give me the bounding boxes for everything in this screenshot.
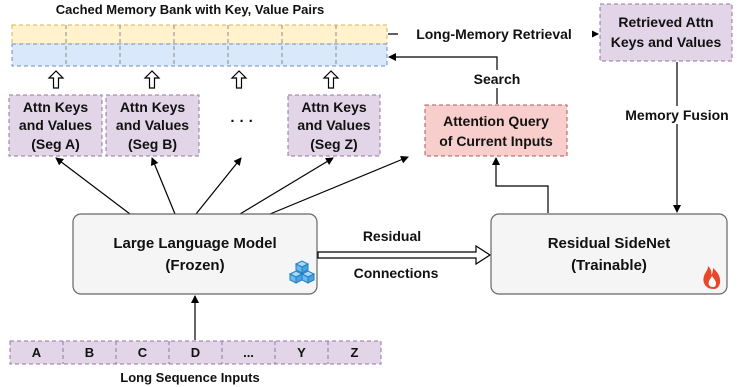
input-token: C: [138, 345, 148, 360]
input-token: Y: [297, 345, 306, 360]
segment-label-line3: (Seg A): [31, 136, 79, 152]
input-sequence-caption: Long Sequence Inputs: [120, 370, 259, 385]
input-token: Z: [351, 345, 359, 360]
segment-label-line3: (Seg Z): [310, 136, 357, 152]
segment-label-line3: (Seg B): [128, 136, 177, 152]
flame-icon: [703, 266, 721, 289]
sidenet-subtitle: (Trainable): [571, 257, 647, 274]
frozen-cubes-icon: [288, 260, 316, 284]
retrieved-kv-line2: Keys and Values: [611, 34, 722, 50]
residual-label-bottom: Connections: [354, 265, 439, 281]
segment-box-a: Attn Keys and Values (Seg A): [8, 94, 103, 157]
hollow-up-arrow-icon: [322, 70, 340, 89]
memory-bank-title: Cached Memory Bank with Key, Value Pairs: [56, 2, 325, 17]
segment-label-line1: Attn Keys: [301, 99, 367, 115]
llm-subtitle: (Frozen): [165, 257, 224, 274]
memory-fusion-label: Memory Fusion: [625, 107, 728, 123]
sidenet-box: Residual SideNet (Trainable): [490, 213, 728, 295]
segment-label-line2: and Values: [19, 117, 92, 133]
segment-label-line1: Attn Keys: [120, 99, 186, 115]
segment-box-z: Attn Keys and Values (Seg Z): [287, 94, 381, 157]
input-sequence: A B C D ... Y Z: [9, 340, 382, 365]
llm-fanout-arrows: [55, 155, 409, 215]
input-token: ...: [243, 345, 254, 360]
residual-label-top: Residual: [363, 228, 421, 244]
input-token: B: [85, 345, 94, 360]
attention-query-line2: of Current Inputs: [439, 133, 553, 149]
llm-title: Large Language Model: [113, 235, 276, 252]
segment-label-line2: and Values: [297, 117, 370, 133]
search-label-bg: [472, 70, 524, 88]
retrieved-kv-box: Retrieved Attn Keys and Values: [599, 3, 733, 62]
memory-bank-values-row: [11, 43, 388, 67]
hollow-up-arrow-icon: [143, 70, 161, 89]
input-token: A: [32, 345, 42, 360]
segment-label-line2: and Values: [116, 117, 189, 133]
segment-box-b: Attn Keys and Values (Seg B): [105, 94, 200, 157]
sidenet-title: Residual SideNet: [548, 235, 671, 252]
hollow-up-arrow-icon: [230, 70, 248, 89]
retrieved-kv-line1: Retrieved Attn: [618, 14, 713, 30]
segment-to-bank-arrows: [47, 70, 340, 89]
segment-label-line1: Attn Keys: [23, 99, 89, 115]
memory-bank: [11, 24, 388, 67]
llm-box: Large Language Model (Frozen): [72, 213, 318, 295]
segments-ellipsis: · · ·: [230, 113, 253, 130]
search-arrow: [388, 53, 498, 104]
attention-query-box: Attention Query of Current Inputs: [424, 104, 568, 157]
memory-fusion-label-bg: [612, 106, 740, 124]
retrieval-label: Long-Memory Retrieval: [416, 26, 572, 42]
sidenet-to-query-arrow: [492, 157, 549, 213]
attention-query-line1: Attention Query: [443, 113, 549, 129]
search-label: Search: [474, 71, 521, 87]
residual-connection-arrow: [317, 244, 492, 266]
input-token: D: [191, 345, 200, 360]
memory-bank-keys-row: [11, 24, 388, 45]
retrieval-label-bg: [398, 25, 592, 43]
hollow-up-arrow-icon: [47, 70, 65, 89]
